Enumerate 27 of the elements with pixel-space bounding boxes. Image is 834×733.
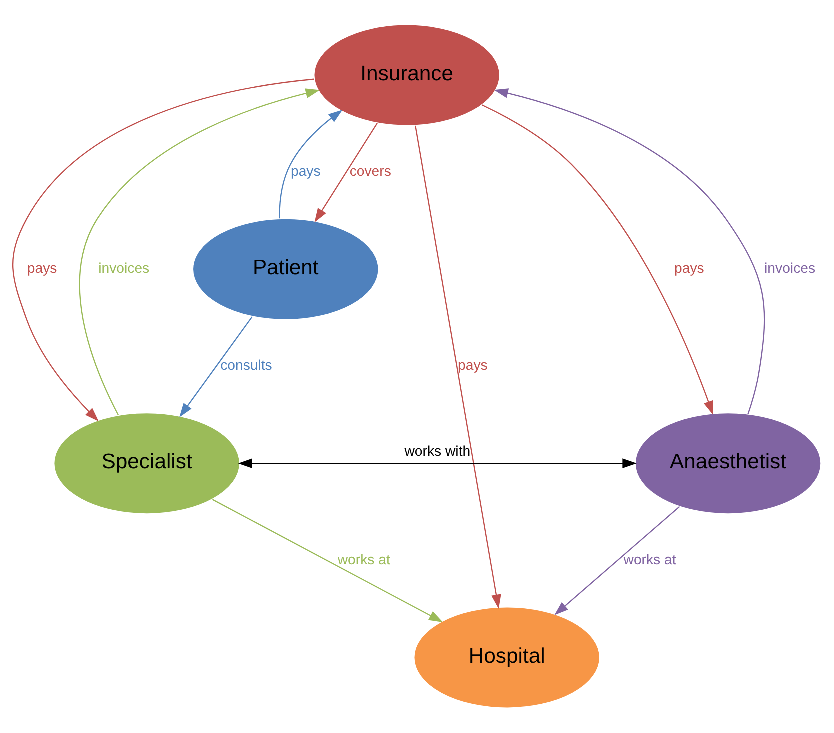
edge-label: consults — [220, 357, 272, 374]
arrow — [279, 110, 343, 219]
edge-label: works at — [624, 551, 676, 568]
arrow — [415, 126, 502, 609]
edge-label: pays — [27, 260, 58, 276]
arrow — [482, 104, 714, 416]
edge-label: pays — [674, 260, 704, 276]
arrow — [12, 78, 314, 422]
node-ellipse: Hospital — [414, 606, 601, 709]
arrow — [212, 499, 444, 622]
edge-label: pays — [458, 357, 488, 374]
arrow — [494, 88, 766, 414]
edge-label: works with — [404, 443, 471, 460]
arrow — [79, 88, 320, 416]
edge-label: covers — [350, 163, 392, 180]
node-ellipse: Insurance — [314, 24, 501, 126]
node-ellipse: Anaesthetist — [634, 412, 822, 515]
arrow — [238, 458, 637, 469]
edge-label: pays — [290, 163, 321, 180]
arrow — [314, 123, 378, 223]
edge-label: invoices — [98, 260, 150, 276]
node-ellipse: Specialist — [54, 412, 241, 515]
arrow — [554, 506, 680, 616]
arrow — [180, 316, 253, 418]
edge-label: works at — [338, 551, 390, 568]
edge-label: invoices — [764, 260, 816, 276]
node-ellipse: Patient — [192, 218, 380, 321]
